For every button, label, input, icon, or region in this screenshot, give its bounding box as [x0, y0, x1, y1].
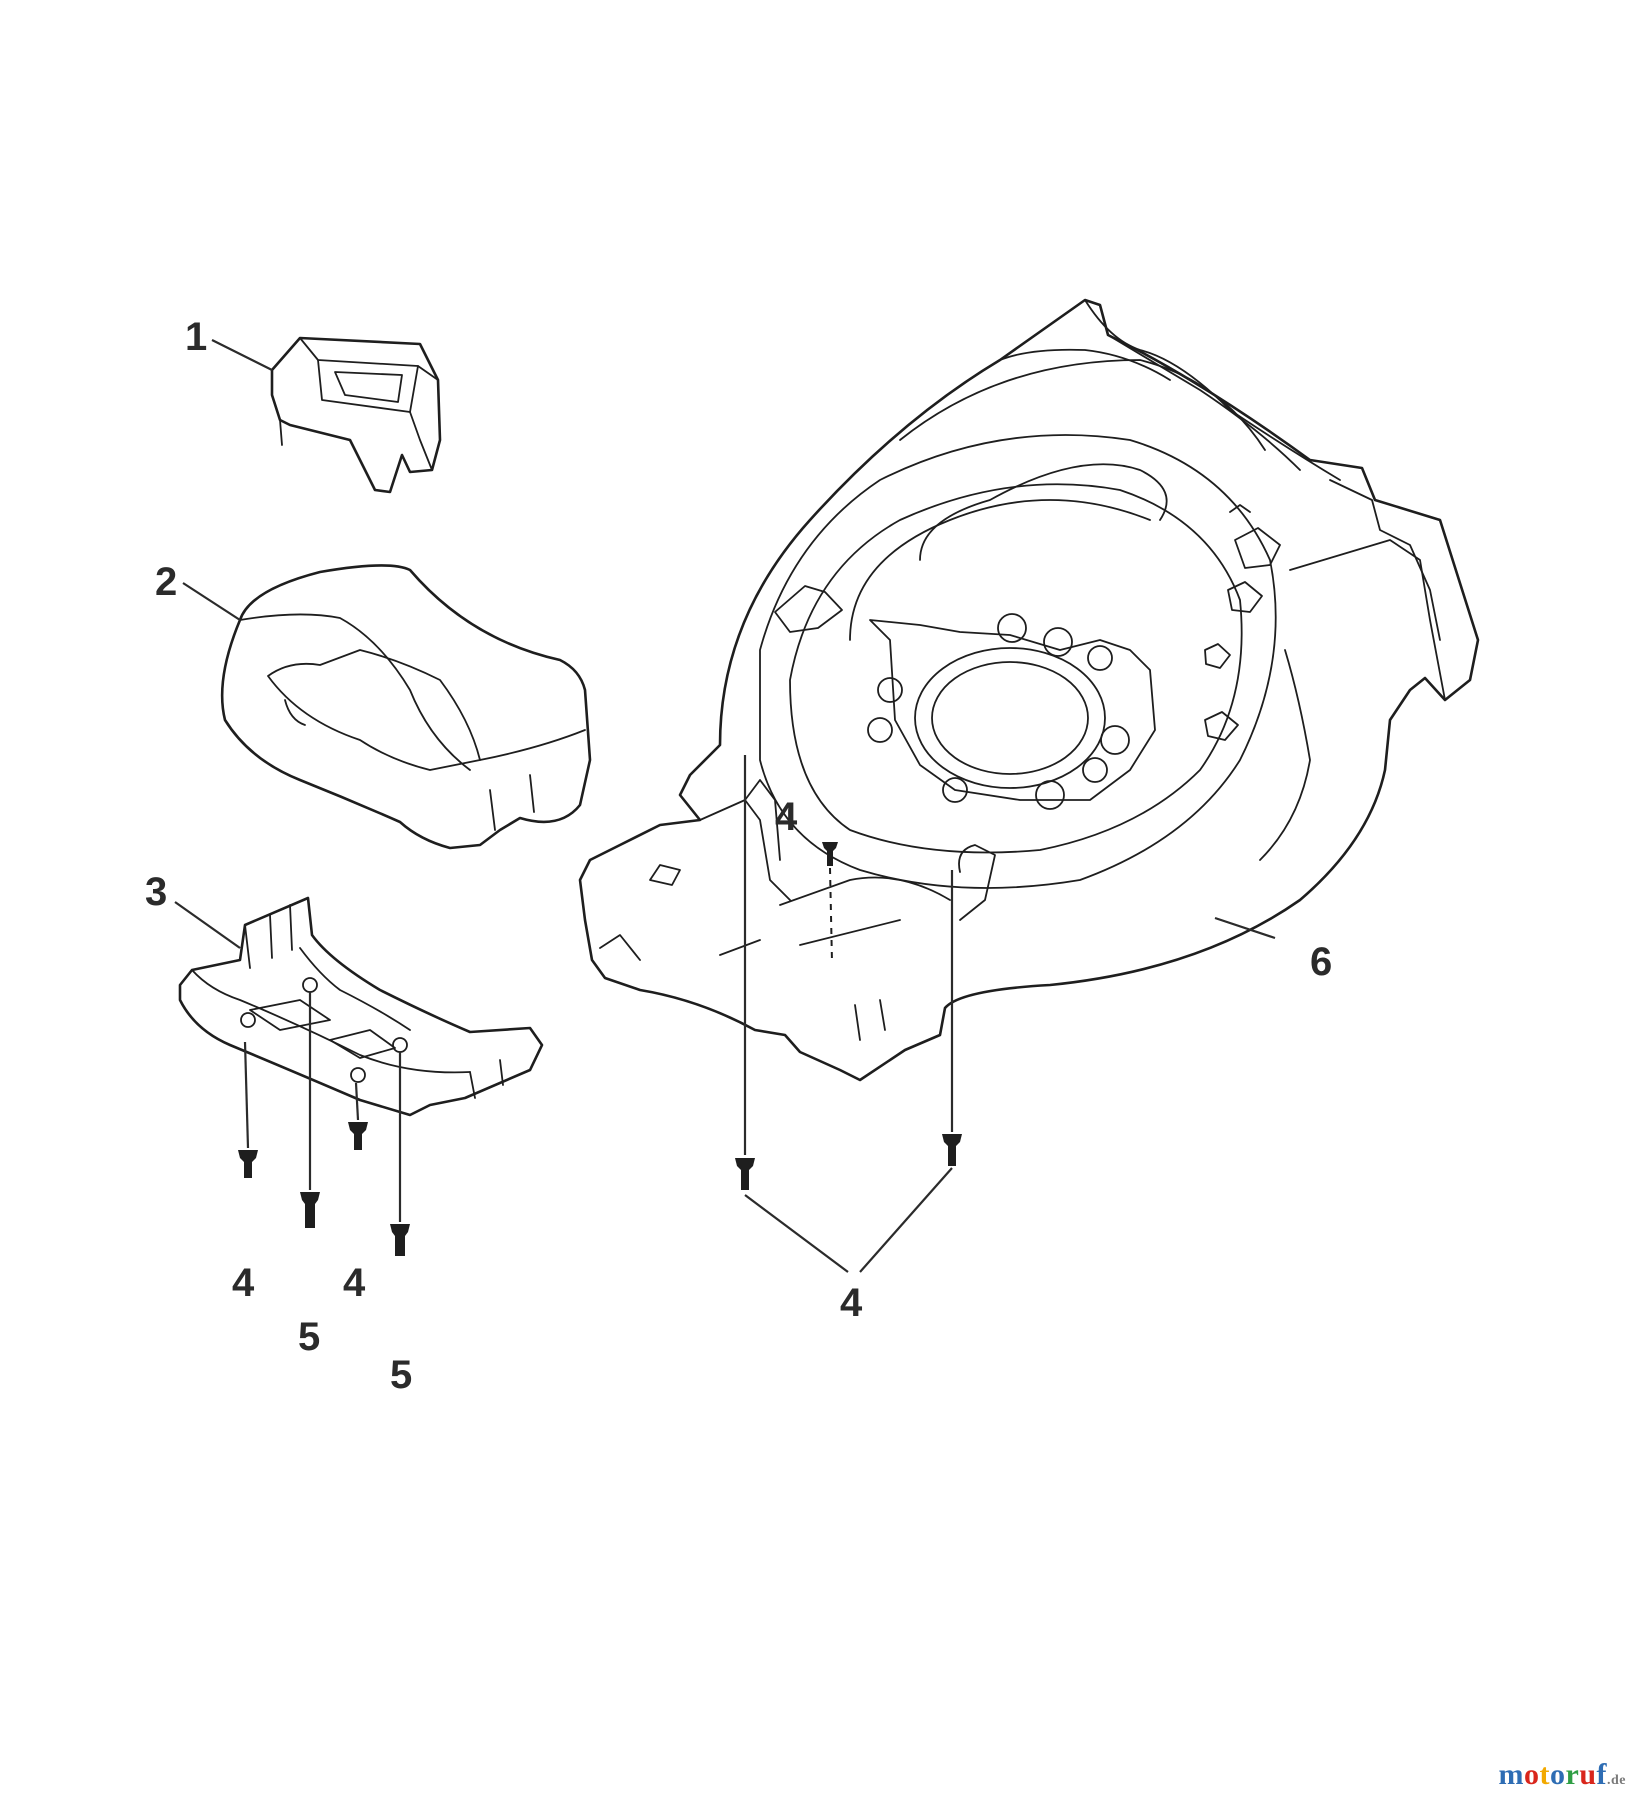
part-1-handle-cover [270, 336, 442, 494]
part-2-front-cover [220, 564, 592, 850]
screw-4-deck-right [942, 870, 962, 1166]
watermark-letter: m [1498, 1758, 1524, 1791]
callout-4-deck-top: 4 [775, 795, 798, 839]
watermark-letter: o [1549, 1758, 1566, 1791]
part-3-under-guard [178, 896, 544, 1117]
watermark-letter: u [1579, 1758, 1597, 1791]
callout-2: 2 [155, 560, 177, 604]
screw-4-c [348, 1082, 368, 1150]
callout-4-screw-c: 4 [343, 1261, 366, 1305]
callout-6: 6 [1310, 940, 1332, 984]
screw-4-deck-left [735, 755, 755, 1190]
watermark-tld: .de [1607, 1773, 1626, 1788]
watermark-logo: motoruf.de [1498, 1758, 1626, 1792]
watermark-letter: f [1596, 1758, 1607, 1791]
callout-4-deck-bottom: 4 [840, 1281, 863, 1325]
bolt-5-d [390, 1052, 410, 1256]
callout-5-bolt-b: 5 [298, 1315, 320, 1359]
callouts: 1 2 3 4 5 4 5 4 4 6 [145, 315, 1332, 1397]
callout-5-bolt-d: 5 [390, 1353, 412, 1397]
watermark-letters: motoruf [1498, 1758, 1607, 1791]
leader-lines [174, 339, 1276, 1273]
callout-3: 3 [145, 870, 167, 914]
watermark-letter: o [1523, 1758, 1540, 1791]
bolt-5-b [300, 992, 320, 1228]
part-6-mower-deck [578, 298, 1480, 1082]
watermark-letter: r [1565, 1758, 1580, 1791]
callout-4-screw-a: 4 [232, 1261, 255, 1305]
watermark-letter: t [1539, 1758, 1550, 1791]
screw-4-deck-top [822, 842, 838, 963]
screw-4-a [238, 1041, 258, 1178]
callout-1: 1 [185, 315, 207, 359]
